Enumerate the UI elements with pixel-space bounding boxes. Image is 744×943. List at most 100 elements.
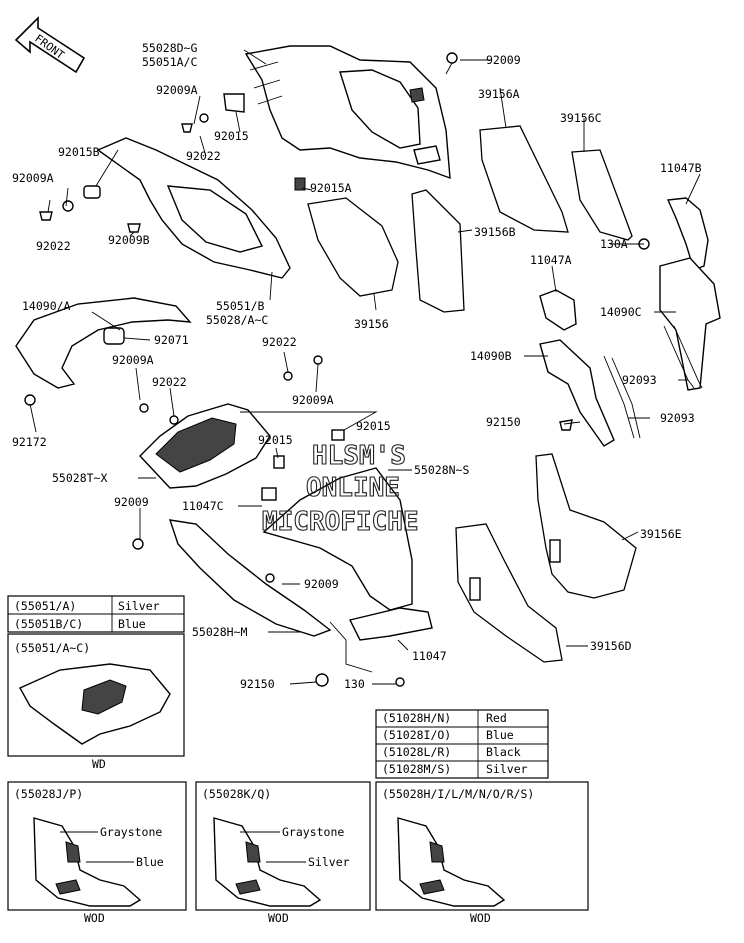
bracket-14090c (659, 257, 721, 391)
label-55028hm: 55028H~M (192, 625, 247, 639)
color-value-cell: Blue (486, 728, 514, 742)
label-92015-2: 92015 (356, 419, 391, 433)
inset-title: (55028H/I/L/M/N/O/R/S) (382, 787, 534, 801)
color-code-cell: (51028H/N) (382, 711, 451, 725)
side-cowl-fasteners (39, 113, 209, 233)
lower-cowl-part (132, 467, 433, 687)
bracket-11047a (539, 289, 577, 331)
label-92015-3: 92015 (258, 433, 293, 447)
panel-39156 (307, 197, 399, 297)
label-55028tx: 55028T~X (52, 471, 107, 485)
label-39156e: 39156E (640, 527, 682, 541)
label-92009b: 92009B (108, 233, 150, 247)
label-92022-2: 92022 (36, 239, 71, 253)
label-92172: 92172 (12, 435, 47, 449)
part-labels: 55028D~G 55051A/C 92009 92009A 92015 920… (12, 41, 702, 691)
label-55028ns: 55028N~S (414, 463, 469, 477)
inset-label-lower: Blue (136, 855, 164, 869)
panel-39156a (479, 125, 569, 233)
color-code-cell: (51028I/O) (382, 728, 451, 742)
inset-label-lower: Silver (308, 855, 350, 869)
label-55051ac: 55051A/C (142, 55, 197, 69)
color-table-right: (51028H/N) Red (51028I/O) Blue (51028L/R… (375, 709, 549, 779)
color-value-cell: Blue (118, 617, 146, 631)
watermark-line-2: ONLINE (306, 473, 400, 503)
side-cowl-part (96, 93, 291, 279)
color-code-cell: (51028M/S) (382, 762, 451, 776)
label-39156d: 39156D (590, 639, 632, 653)
bracket-14090b (539, 339, 641, 447)
screw-92009-top (445, 52, 458, 75)
label-92150-1: 92150 (486, 415, 521, 429)
label-39156a: 39156A (478, 87, 520, 101)
color-table-left: (55051/A) Silver (55051B/C) Blue (7, 595, 185, 633)
label-11047: 11047 (412, 649, 447, 663)
watermark-line-1: HLSM'S (312, 441, 406, 471)
inset-55051: (55051/A~C) WD (7, 633, 185, 771)
label-14090c: 14090C (600, 305, 642, 319)
label-92009a-3: 92009A (112, 353, 154, 367)
color-value-cell: Silver (486, 762, 528, 776)
label-92009-2: 92009 (114, 495, 149, 509)
inset-label-upper: Graystone (100, 825, 162, 839)
color-code-cell: (51028L/R) (382, 745, 451, 759)
label-92150-2: 92150 (240, 677, 275, 691)
label-14090a: 14090/A (22, 299, 71, 313)
label-11047b: 11047B (660, 161, 702, 175)
clip-92015a (294, 177, 306, 191)
label-11047a: 11047A (530, 253, 572, 267)
front-arrow: FRONT (14, 16, 86, 74)
label-55051b: 55051/B (216, 299, 265, 313)
panel-39156d (455, 523, 563, 663)
label-39156: 39156 (354, 317, 389, 331)
watermark-line-3: MICROFICHE (262, 507, 419, 537)
label-130a: 130A (600, 237, 628, 251)
label-92009-top: 92009 (486, 53, 521, 67)
bracket-11047b (638, 197, 709, 271)
inset-title: (55028K/Q) (202, 787, 271, 801)
label-92015b: 92015B (58, 145, 100, 159)
inset-caption: WOD (268, 911, 289, 925)
panel-39156c (571, 149, 633, 241)
inset-caption: WOD (84, 911, 105, 925)
color-value-cell: Red (486, 711, 507, 725)
leader-lines (29, 49, 701, 685)
label-92022-3: 92022 (152, 375, 187, 389)
inset-caption: WOD (470, 911, 491, 925)
color-code-cell: (55051/A) (14, 599, 76, 613)
label-92009a-2: 92009A (12, 171, 54, 185)
inset-55028jp: (55028J/P) Graystone Blue WOD (7, 781, 187, 925)
label-130: 130 (344, 677, 365, 691)
label-55028dg: 55028D~G (142, 41, 197, 55)
label-39156b: 39156B (474, 225, 516, 239)
fairing-14090a (15, 297, 192, 406)
color-value-cell: Silver (118, 599, 160, 613)
panel-39156b (411, 189, 465, 313)
label-92015a: 92015A (310, 181, 352, 195)
label-39156c: 39156C (560, 111, 602, 125)
color-value-cell: Black (486, 745, 521, 759)
color-code-cell: (55051B/C) (14, 617, 83, 631)
label-92093-2: 92093 (660, 411, 695, 425)
inset-caption: WD (92, 757, 106, 771)
watermark: HLSM'S ONLINE MICROFICHE (261, 440, 419, 537)
label-92015-1: 92015 (214, 129, 249, 143)
inset-title: (55051/A~C) (14, 641, 90, 655)
label-92022-4: 92022 (262, 335, 297, 349)
label-14090b: 14090B (470, 349, 512, 363)
label-92071: 92071 (154, 333, 189, 347)
label-92009a-1: 92009A (156, 83, 198, 97)
panel-39156e (535, 453, 637, 599)
label-92022-1: 92022 (186, 149, 221, 163)
middle-cowl-part (139, 355, 345, 501)
label-92009-3: 92009 (304, 577, 339, 591)
inset-55028kq: (55028K/Q) Graystone Silver WOD (195, 781, 371, 925)
inset-title: (55028J/P) (14, 787, 83, 801)
label-92009a-4: 92009A (292, 393, 334, 407)
label-11047c: 11047C (182, 499, 224, 513)
label-55028ac: 55028/A~C (206, 313, 268, 327)
upper-cowl-part (244, 45, 451, 180)
inset-label-upper: Graystone (282, 825, 344, 839)
inset-55028h-s: (55028H/I/L/M/N/O/R/S) WOD (375, 781, 589, 925)
